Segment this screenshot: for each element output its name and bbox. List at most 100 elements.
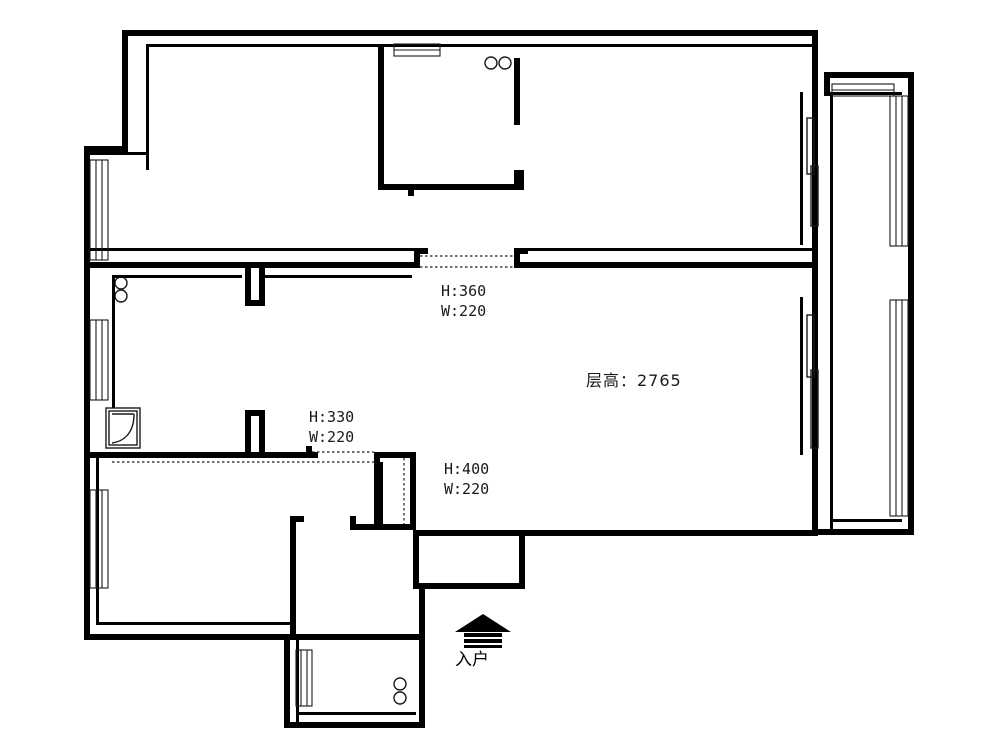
sliding-door-upper-leaf-b — [810, 165, 819, 227]
annotation-opening-top-width: W:220 — [441, 302, 487, 320]
door-swing-frame-inner — [108, 410, 138, 446]
annotation-ceiling-height: 层高：2765 — [586, 371, 682, 390]
wall-left-outer — [84, 146, 90, 640]
door-jamb-left-top-opening-cap — [414, 248, 428, 254]
wall-right-mid — [812, 245, 818, 297]
entry-arrow-bar-2 — [464, 639, 502, 643]
wall-balcony-bottom — [818, 529, 914, 535]
wall-lower-left-vertical — [284, 634, 290, 728]
wall-top-main — [122, 30, 818, 36]
wall-left-room-inner-top — [112, 275, 242, 278]
entry-label: 入户 — [455, 650, 489, 670]
entry-arrow-bar-1 — [464, 633, 502, 637]
wall-closet-right — [410, 452, 416, 530]
door-swing-frame-outer — [105, 407, 141, 449]
wall-balcony-outer-right — [908, 72, 914, 535]
wall-entry-top — [413, 530, 525, 536]
door-swing-arc-icon — [111, 413, 135, 444]
wall-lowleft-inner-bottom — [96, 622, 296, 625]
wall-lowleft-top — [90, 452, 312, 458]
wall-left-room-inner-top-b — [265, 275, 412, 278]
sliding-door-group — [806, 117, 819, 449]
wall-kitchen-bottom-horizontal — [378, 184, 524, 190]
wall-closet-top — [374, 452, 416, 458]
drain-icon-top-b — [498, 56, 512, 70]
annotation-opening-center-height: H:400 — [444, 460, 490, 478]
wall-balcony-inner-bottom-face — [830, 519, 902, 522]
wall-entry-left-vertical — [413, 530, 419, 589]
entry-arrow-icon — [452, 612, 514, 653]
wall-balcony-inner-top-face — [830, 92, 902, 95]
annotation-opening-left-width: W:220 — [309, 428, 355, 446]
drain-icon-bottom-a — [393, 677, 407, 691]
drain-icon-left-a — [114, 276, 128, 290]
door-jamb-right-top-opening-cap — [514, 248, 528, 254]
wall-closet-inner-face — [380, 462, 383, 524]
wall-mid-face-left — [90, 248, 414, 251]
wall-balcony-top-left-stub — [824, 72, 830, 96]
wall-lowleft-right-cap — [290, 516, 304, 522]
wall-top-inner-face — [146, 44, 812, 47]
wall-lower-right-horizontal — [519, 530, 818, 536]
drain-icon-top-a — [484, 56, 498, 70]
wall-right-upper-a — [812, 36, 818, 92]
annotation-opening-center-width: W:220 — [444, 480, 490, 498]
sliding-door-lower-leaf-b — [810, 369, 819, 449]
wall-pillar-left-foot — [245, 300, 265, 306]
wall-bottomroom-inner-left — [296, 640, 299, 722]
wall-kitchen-bottom-cap — [514, 170, 524, 190]
wall-lowleft-right-vertical — [290, 516, 296, 640]
wall-rightcorridor-face-lower — [800, 297, 803, 455]
wall-balcony-inner-left-face — [830, 92, 833, 529]
door-jamb-lowleft-vertical — [306, 446, 312, 458]
window-bottomroom-left — [295, 649, 313, 707]
wall-bottom-left — [84, 634, 290, 640]
inner-face-group — [112, 275, 412, 408]
wall-closet-bottom — [350, 524, 416, 530]
wall-lowleft-stub-cap — [245, 410, 265, 416]
wall-upper-left-inner-vertical — [146, 44, 149, 170]
wall-left-jog — [84, 146, 128, 152]
wall-left-room-inner-left-stub — [112, 275, 115, 283]
wall-kitchen-stub — [408, 184, 414, 196]
door-jamb-right-top-opening — [514, 248, 520, 268]
wall-bottom-room-right — [419, 583, 425, 728]
wall-closet-left — [374, 452, 380, 530]
wall-lowleft-stub-b — [259, 410, 265, 452]
wall-entry-sill — [419, 583, 525, 589]
entry-arrow-icon-svg — [455, 614, 511, 648]
wall-rightcorridor-face-upper — [800, 92, 803, 245]
wall-right-lower — [812, 455, 818, 536]
wall-balcony-top — [824, 72, 914, 78]
window-left-upper — [89, 159, 109, 261]
window-balcony-right-lower — [889, 299, 909, 517]
wall-balcony-lower-inner — [812, 297, 818, 455]
door-jamb-left-top-opening — [414, 248, 420, 268]
window-balcony-right-upper — [889, 95, 909, 247]
door-swing-group — [105, 407, 141, 449]
wall-mid-horizontal-right — [520, 262, 812, 268]
wall-kitchen-left-vertical — [378, 47, 384, 190]
wall-closet-corner — [350, 524, 356, 530]
wall-lowleft-stub-vertical — [245, 410, 251, 452]
annotation-opening-left-height: H:330 — [309, 408, 355, 426]
wall-bottom-lowest — [284, 722, 425, 728]
drain-icon-bottom-b — [393, 691, 407, 705]
annotation-opening-top-height: H:360 — [441, 282, 487, 300]
wall-entry-right-vertical — [519, 530, 525, 589]
wall-balcony-upper-inner — [812, 92, 818, 245]
plumbing-marker-group — [114, 56, 512, 705]
drain-icon-left-b — [114, 289, 128, 303]
wall-closet-bottom-left-stub — [350, 516, 356, 530]
wall-top-left-vertical — [122, 30, 128, 146]
wall-mid-horizontal-left — [90, 262, 420, 268]
window-left-lower — [89, 489, 109, 589]
wall-left-room-inner-left — [112, 278, 115, 408]
entry-arrow-bar-3 — [464, 645, 502, 648]
wall-bottom-connector — [290, 634, 425, 640]
window-group — [89, 83, 909, 707]
wall-mid-face-right — [528, 248, 812, 251]
wall-pillar-left — [245, 268, 251, 306]
